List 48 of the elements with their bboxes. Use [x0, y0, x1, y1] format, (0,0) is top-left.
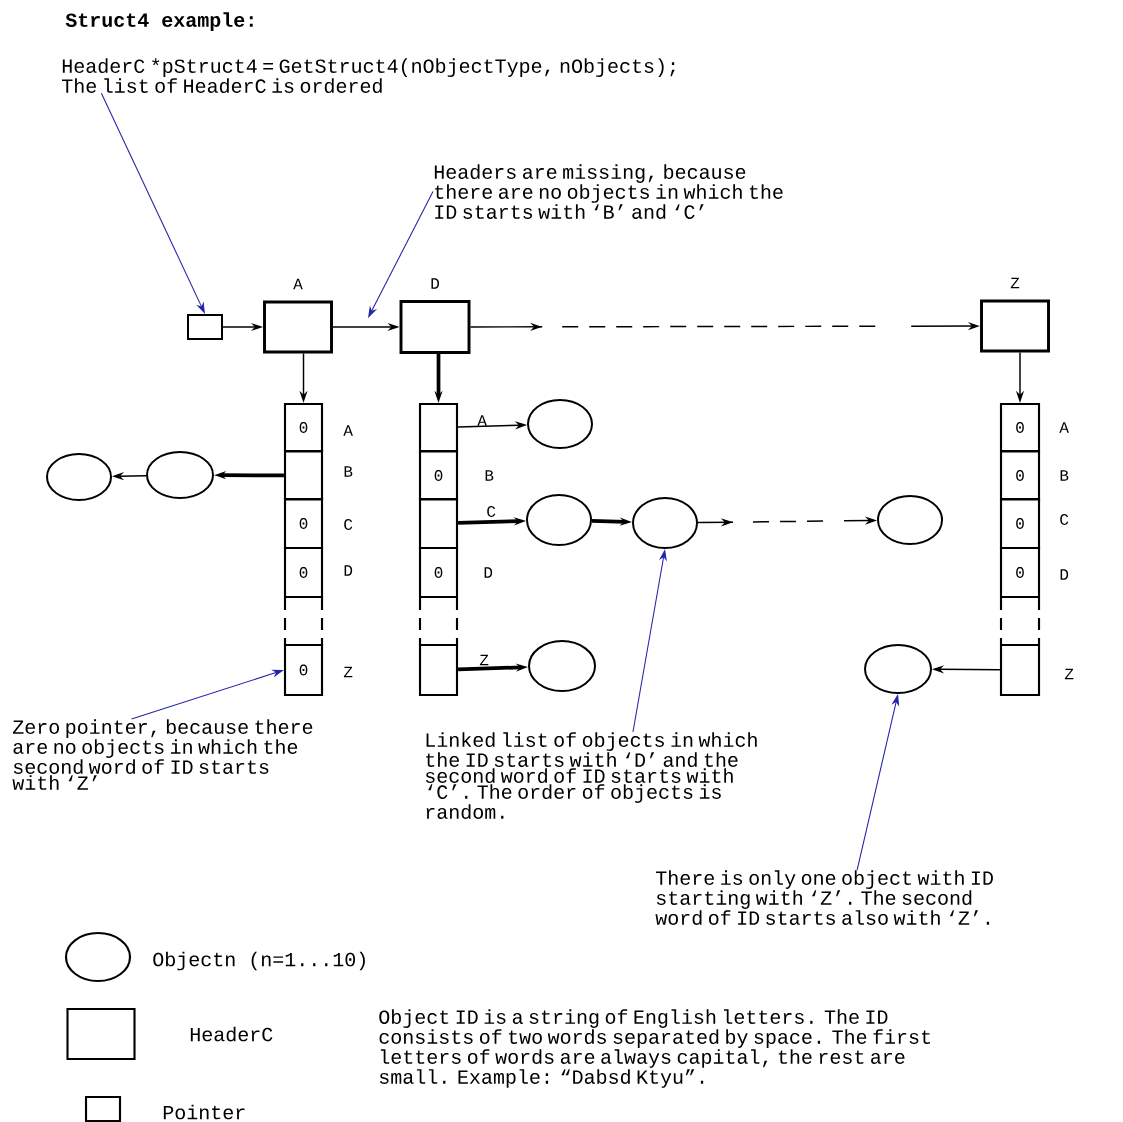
cell-label: A — [1059, 422, 1069, 433]
array-cell: 0 — [283, 402, 324, 453]
cell-label: D — [484, 567, 493, 578]
callout-text: Zero pointer, because there are no objects in which the second word of ID starts with ‘Z’ — [12, 719, 313, 790]
pointer-box — [187, 314, 223, 340]
cell-label: B — [1060, 470, 1069, 481]
array-cell: 0 — [418, 546, 459, 599]
cell-label: D — [344, 565, 353, 576]
array-cell: 0 — [418, 450, 459, 501]
cell-label: C — [1060, 514, 1069, 525]
title: Struct4 example: — [65, 12, 253, 31]
cell-label: A — [343, 425, 353, 436]
cell-label: Z — [343, 666, 353, 678]
array-cell: 0 — [999, 546, 1041, 599]
object-ellipse — [146, 451, 214, 499]
callout-text: Linked list of objects in which the ID starts with ‘D’ and the second word of ID starts with ‘C’. The order of objects is random. — [425, 732, 757, 819]
cell-label: B — [344, 466, 353, 477]
object-ellipse — [632, 497, 698, 549]
note-text: Object ID is a string of English letters. The ID consists of two words separated by space. The first letters of words are always capital, the rest are small. Example: “Dabsd Ktyu”. — [379, 1009, 930, 1088]
cell-label: Z — [479, 654, 489, 666]
header-label: A — [293, 278, 303, 290]
cell-label: C — [487, 506, 496, 517]
array-cell: 0 — [999, 497, 1041, 550]
array-cell: 0 — [283, 643, 324, 697]
cell-label: C — [344, 519, 353, 530]
cell-label: D — [1060, 569, 1069, 580]
callout-text: Headers are missing, because there are no objects in which the ID starts with ‘B’ and ‘C’ — [434, 164, 783, 219]
object-ellipse — [864, 644, 932, 694]
object-ellipse — [46, 453, 112, 501]
callout-text: There is only one object with ID starting with ‘Z’. The second word of ID starts also with ‘Z’. — [655, 870, 993, 925]
cell-label: B — [485, 470, 494, 481]
header-label: D — [431, 278, 439, 289]
object-ellipse — [528, 640, 596, 692]
header-label: Z — [1010, 277, 1020, 289]
code-text: HeaderC *pStruct4 = GetStruct4(nObjectType, nObjects); The list of HeaderC is ordered — [62, 58, 675, 93]
array-cell: 0 — [283, 497, 324, 550]
legend-label: HeaderC — [190, 1026, 273, 1042]
array-cell: 0 — [999, 450, 1041, 501]
object-ellipse — [526, 494, 592, 546]
array-cell: 0 — [283, 546, 324, 599]
cell-label: A — [477, 415, 487, 426]
cell-label: Z — [1064, 668, 1074, 680]
object-ellipse — [877, 495, 943, 545]
leader-line — [368, 191, 434, 318]
legend-label: Pointer — [163, 1104, 245, 1120]
array-cell: 0 — [999, 402, 1041, 453]
object-ellipse — [527, 399, 593, 449]
legend-label: Objectn (n=1...10) — [153, 951, 365, 971]
